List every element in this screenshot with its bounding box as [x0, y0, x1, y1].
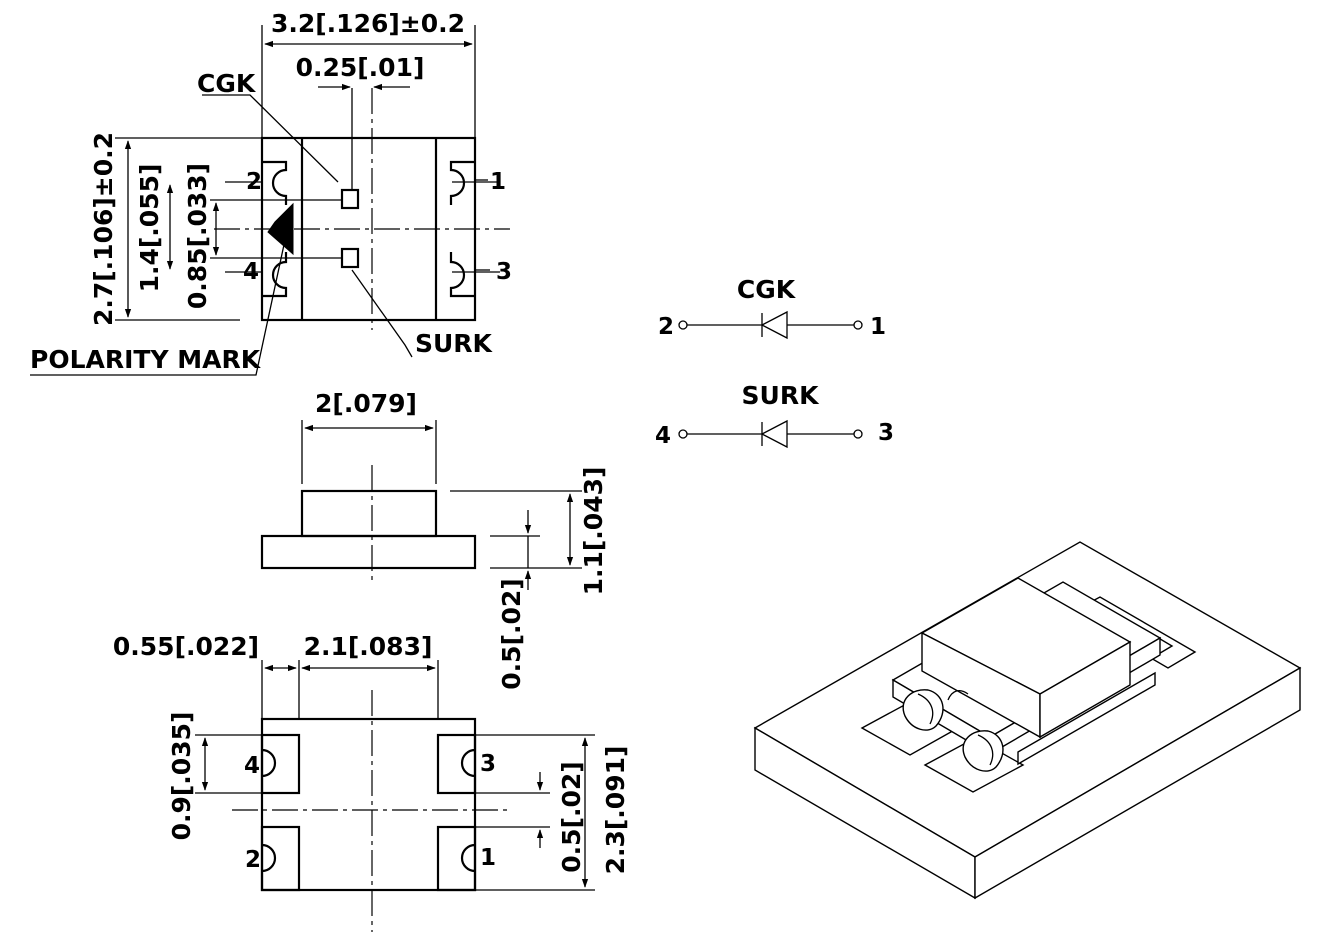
diode-surk-symbol	[760, 419, 788, 449]
terminal-2	[678, 320, 688, 330]
label-polarity-mark: POLARITY MARK	[30, 345, 262, 374]
pad-3	[436, 733, 477, 795]
dim-pad-total: 2.3[.091]	[601, 746, 630, 875]
top-pin-4: 4	[243, 259, 259, 285]
schematic-pin-4: 4	[655, 423, 671, 449]
dim-pad-gap: 0.5[.02]	[557, 761, 586, 872]
schematic-label-surk: SURK	[742, 381, 821, 410]
side-view-base	[260, 534, 477, 570]
polarity-mark-shape	[267, 202, 294, 256]
dim-chip-spacing: 0.85[.033]	[183, 163, 212, 309]
pad-layout-outline	[260, 717, 477, 892]
dim-chip-gap: 0.25[.01]	[296, 53, 425, 82]
chip-cgk	[340, 188, 360, 210]
pad-pin-4: 4	[244, 753, 260, 779]
label-surk: SURK	[415, 329, 494, 358]
top-pin-3: 3	[496, 259, 512, 285]
iso-die-1	[902, 689, 944, 731]
terminal-4	[678, 429, 688, 439]
chip-surk	[340, 247, 360, 269]
pad-layout: 0.55[.022] 2.1[.083] 0.9[.035] 0.5[.02] …	[113, 632, 630, 932]
terminal-3	[853, 429, 863, 439]
pad-pin-3: 3	[480, 751, 496, 777]
side-view-lens	[300, 489, 438, 538]
dim-pad-width: 0.55[.022]	[113, 632, 259, 661]
dim-package-height: 2.7[.106]±0.2	[89, 132, 118, 326]
pad-pin-1: 1	[480, 845, 496, 871]
top-view: 3.2[.126]±0.2 0.25[.01] 2.7[.106]±0.2 1.…	[30, 9, 512, 376]
side-view: 2[.079] 1.1[.043] 0.5[.02]	[260, 389, 608, 690]
pad-1	[436, 825, 477, 892]
schematic-pin-3: 3	[878, 420, 894, 446]
schematic-pin-1: 1	[870, 314, 886, 340]
dim-pad-pitch: 1.4[.055]	[135, 164, 164, 293]
pad-2	[260, 825, 301, 892]
dim-package-width: 3.2[.126]±0.2	[271, 9, 465, 38]
isometric-view	[753, 541, 1302, 900]
dim-base-height: 0.5[.02]	[497, 578, 526, 689]
dim-lens-width: 2[.079]	[315, 389, 417, 418]
dim-total-height: 1.1[.043]	[579, 467, 608, 596]
pad-pin-2: 2	[245, 847, 261, 873]
pad-4	[260, 733, 301, 795]
diode-cgk-symbol	[760, 310, 788, 340]
top-pin-2: 2	[246, 169, 262, 195]
iso-die-2	[962, 730, 1004, 772]
schematic: CGK 2 1 SURK 4 3	[655, 275, 894, 449]
terminal-1	[853, 320, 863, 330]
dim-pad-span: 2.1[.083]	[304, 632, 433, 661]
schematic-pin-2: 2	[658, 314, 674, 340]
top-pin-1: 1	[490, 169, 506, 195]
label-cgk: CGK	[197, 69, 257, 98]
dim-pad-height: 0.9[.035]	[167, 712, 196, 841]
schematic-label-cgk: CGK	[737, 275, 797, 304]
